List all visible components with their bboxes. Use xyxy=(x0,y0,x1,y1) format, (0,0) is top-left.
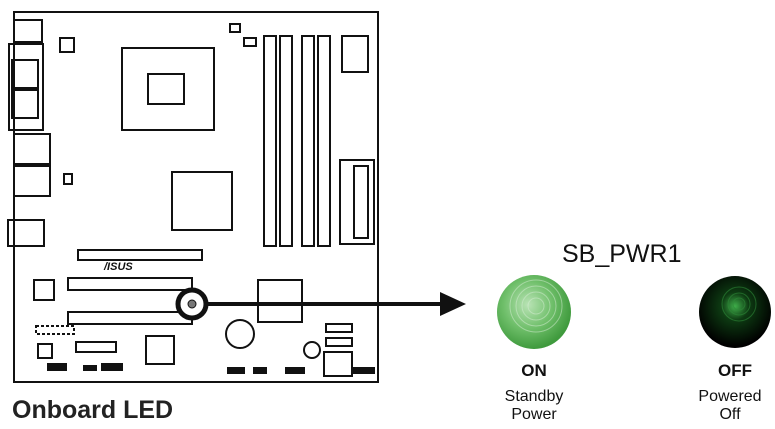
component-top-2 xyxy=(243,37,257,47)
io-port-audio xyxy=(7,219,45,247)
header-pins-6 xyxy=(285,367,305,374)
dimm-slot-4 xyxy=(317,35,331,247)
motherboard xyxy=(7,11,379,383)
led-off-rings xyxy=(721,286,757,322)
atx-power-connector xyxy=(339,159,375,245)
dimm-slot-1 xyxy=(263,35,277,247)
io-port-inner-1 xyxy=(11,59,39,89)
cpu-socket xyxy=(121,47,215,131)
dimm-slot-2 xyxy=(279,35,293,247)
dimm-slot-3 xyxy=(301,35,315,247)
connector-label: SB_PWR1 xyxy=(562,240,682,268)
led-off-description-line1: Powered xyxy=(698,388,762,405)
io-port-inner-2 xyxy=(11,89,39,119)
io-port-usb-2 xyxy=(13,165,51,197)
header-pins-5 xyxy=(253,367,267,374)
component-bios xyxy=(145,335,175,365)
header-pins-2 xyxy=(83,365,97,371)
southbridge-chip xyxy=(257,279,303,323)
sata-connector-2 xyxy=(325,337,353,347)
power-connector xyxy=(341,35,369,73)
sata-connector-1 xyxy=(325,323,353,333)
io-port-ps2 xyxy=(13,19,43,43)
led-off-description: Powered Off xyxy=(685,388,775,424)
pcie-slot xyxy=(77,249,203,261)
led-location-marker xyxy=(175,287,209,321)
component-bottom-right xyxy=(323,351,353,377)
board-logo: /ISUS xyxy=(103,261,133,273)
led-on-rings xyxy=(509,279,563,333)
io-port-serial-stack xyxy=(8,43,44,131)
figure-caption: Onboard LED xyxy=(12,396,174,424)
atx-power-inner xyxy=(353,165,369,239)
header-pins-3 xyxy=(101,363,123,371)
pci-slot-1 xyxy=(67,277,193,291)
component-jumper xyxy=(63,173,73,185)
battery xyxy=(225,319,255,349)
cpu-socket-inner xyxy=(147,73,185,105)
header-pins-1 xyxy=(47,363,67,371)
header-pins-7 xyxy=(353,367,375,374)
led-on-state: ON xyxy=(521,361,547,380)
component-header-1 xyxy=(75,341,117,353)
led-on-description-line2: Power xyxy=(511,406,557,423)
northbridge-chip xyxy=(171,171,233,231)
header-pins-4 xyxy=(227,367,245,374)
led-off-state: OFF xyxy=(718,361,752,380)
pointer-arrow xyxy=(206,292,466,316)
jumper-dashed xyxy=(35,325,75,335)
component-top-1 xyxy=(229,23,241,33)
io-port-usb-lan xyxy=(13,133,51,165)
led-on-indicator xyxy=(497,275,571,349)
led-on-description: Standby Power xyxy=(489,388,579,424)
component-left-chip xyxy=(33,279,55,301)
component-left-small xyxy=(37,343,53,359)
component-round-small xyxy=(303,341,321,359)
led-off-indicator xyxy=(699,276,771,348)
led-on-description-line1: Standby xyxy=(504,388,564,405)
component-chip-small xyxy=(59,37,75,53)
pci-slot-2 xyxy=(67,311,193,325)
led-off-description-line2: Off xyxy=(719,406,741,423)
